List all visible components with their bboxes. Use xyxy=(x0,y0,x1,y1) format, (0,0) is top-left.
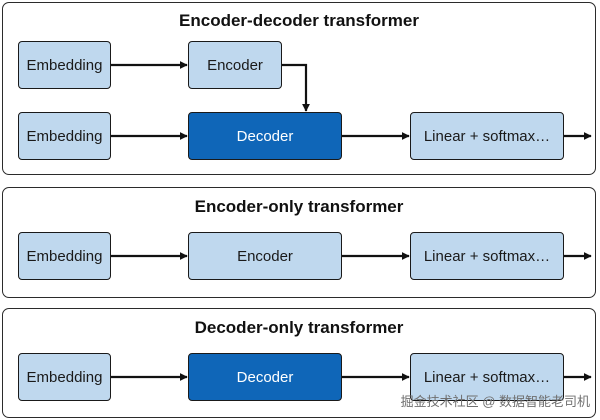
output-box: Linear + softmax… xyxy=(410,353,564,401)
arrow-encoder-to-decoder xyxy=(282,63,310,112)
decoder-box: Decoder xyxy=(188,112,342,160)
embedding-box: Embedding xyxy=(18,41,111,89)
output-box: Linear + softmax… xyxy=(410,232,564,280)
decoder-box: Decoder xyxy=(188,353,342,401)
encoder-box: Encoder xyxy=(188,41,282,89)
encoder-box: Encoder xyxy=(188,232,342,280)
watermark: 掘金技术社区 @ 数据智能老司机 xyxy=(400,394,590,409)
panel-title: Encoder-decoder transformer xyxy=(179,11,419,30)
embedding-box: Embedding xyxy=(18,112,111,160)
embedding-box: Embedding xyxy=(18,232,111,280)
output-box: Linear + softmax… xyxy=(410,112,564,160)
panel-title: Encoder-only transformer xyxy=(194,197,404,216)
panel-title: Decoder-only transformer xyxy=(194,318,404,337)
embedding-box: Embedding xyxy=(18,353,111,401)
